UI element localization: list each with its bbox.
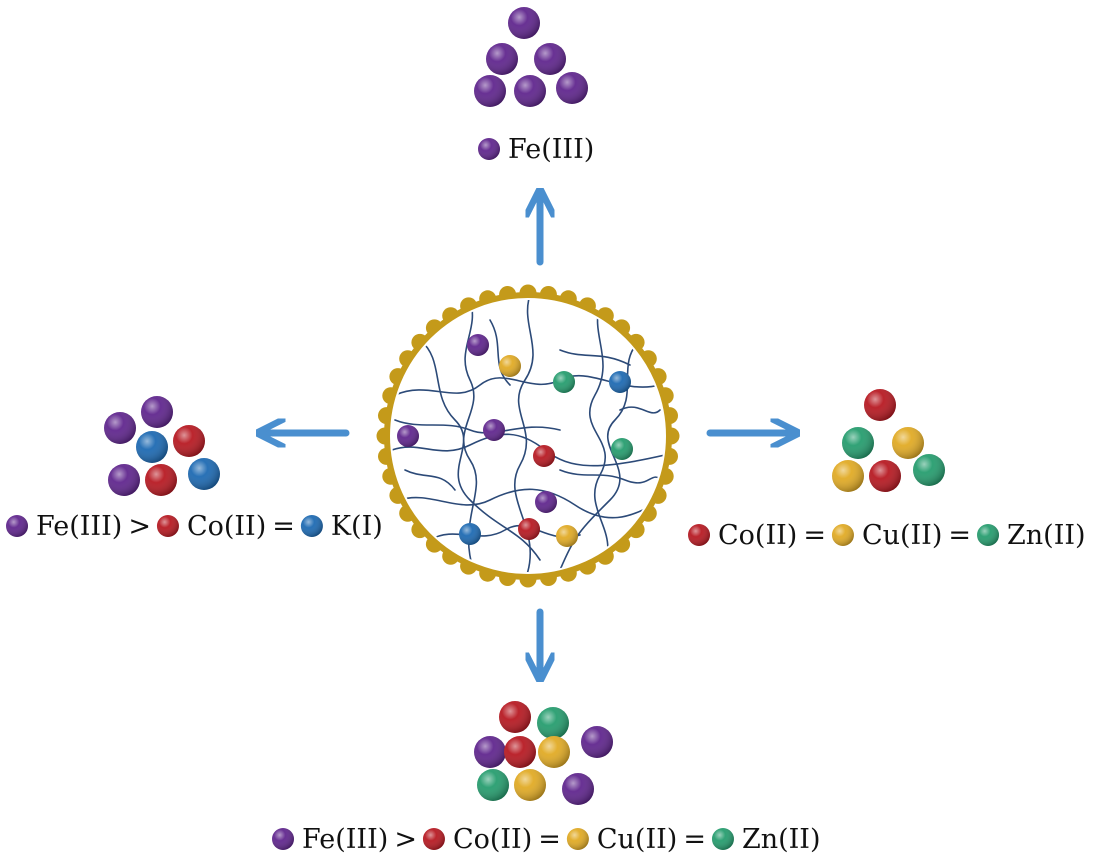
legend-dot-cu-ii bbox=[831, 524, 854, 546]
particle-ion-zn-ii bbox=[553, 371, 575, 393]
particle-ions bbox=[397, 334, 633, 547]
cluster-ion-cu-ii bbox=[892, 427, 924, 459]
cluster-ion-fe-iii bbox=[474, 75, 506, 107]
legend-right: Co(II)=Cu(II)=Zn(II) bbox=[688, 520, 1086, 551]
cluster-ion-fe-iii bbox=[486, 43, 518, 75]
particle-ion-cu-ii bbox=[499, 355, 521, 377]
legend-bottom: Fe(III)>Co(II)=Cu(II)=Zn(II) bbox=[272, 824, 821, 855]
legend-separator: = bbox=[948, 520, 971, 551]
legend-separator: = bbox=[538, 824, 561, 855]
cluster-ion-zn-ii bbox=[842, 427, 874, 459]
legend-dot-fe-iii bbox=[6, 515, 28, 537]
cluster-ion-co-ii bbox=[504, 736, 536, 768]
cluster-ion-fe-iii bbox=[104, 412, 136, 444]
particle-ion-cu-ii bbox=[556, 525, 578, 547]
cluster-ion-fe-iii bbox=[556, 72, 588, 104]
legend-top: Fe(III) bbox=[478, 134, 594, 165]
legend-separator: > bbox=[128, 511, 151, 542]
legend-separator: = bbox=[683, 824, 706, 855]
cluster-bottom bbox=[474, 701, 613, 805]
legend-label-cu-ii: Cu(II) bbox=[597, 824, 677, 855]
cluster-ion-fe-iii bbox=[141, 396, 173, 428]
cluster-ion-co-ii bbox=[145, 464, 177, 496]
legend-label-co-ii: Co(II) bbox=[718, 520, 797, 551]
legend-label-fe-iii: Fe(III) bbox=[36, 511, 122, 542]
legend-label-co-ii: Co(II) bbox=[187, 511, 266, 542]
cluster-ion-fe-iii bbox=[108, 464, 140, 496]
legend-label-fe-iii: Fe(III) bbox=[508, 134, 594, 165]
legend-dot-fe-iii bbox=[478, 138, 500, 160]
legend-dot-k-i bbox=[300, 515, 323, 537]
particle-ion-fe-iii bbox=[467, 334, 489, 356]
particle-ion-k-i bbox=[459, 523, 481, 545]
cluster-ion-co-ii bbox=[864, 389, 896, 421]
legend-dot-co-ii bbox=[156, 515, 179, 537]
cluster-right bbox=[832, 389, 945, 492]
legend-dot-zn-ii bbox=[711, 828, 734, 850]
legend-left: Fe(III)> Co(II)= K(I) bbox=[6, 511, 383, 542]
legend-label-fe-iii: Fe(III) bbox=[302, 824, 388, 855]
legend-separator: = bbox=[272, 511, 295, 542]
legend-label-cu-ii: Cu(II) bbox=[862, 520, 942, 551]
cluster-ion-zn-ii bbox=[537, 707, 569, 739]
particle-ion-co-ii bbox=[518, 518, 540, 540]
cluster-ion-cu-ii bbox=[514, 769, 546, 801]
legend-dot-co-ii bbox=[422, 828, 445, 850]
legend-label-zn-ii: Zn(II) bbox=[742, 824, 821, 855]
cluster-ion-k-i bbox=[188, 458, 220, 490]
legend-dot-fe-iii bbox=[272, 828, 294, 850]
cluster-ion-fe-iii bbox=[562, 773, 594, 805]
cluster-ion-zn-ii bbox=[913, 454, 945, 486]
cluster-left bbox=[104, 396, 220, 496]
cluster-ion-co-ii bbox=[499, 701, 531, 733]
particle-ion-co-ii bbox=[533, 445, 555, 467]
legend-label-zn-ii: Zn(II) bbox=[1007, 520, 1086, 551]
cluster-ion-k-i bbox=[136, 431, 168, 463]
particle-shell bbox=[384, 292, 672, 580]
cluster-ion-fe-iii bbox=[508, 7, 540, 39]
legend-label-k-i: K(I) bbox=[331, 511, 383, 542]
legend-separator: = bbox=[803, 520, 826, 551]
particle-ion-k-i bbox=[609, 371, 631, 393]
cluster-ion-fe-iii bbox=[474, 736, 506, 768]
cluster-ion-fe-iii bbox=[581, 726, 613, 758]
particle-ion-fe-iii bbox=[483, 419, 505, 441]
cluster-ion-cu-ii bbox=[538, 736, 570, 768]
arrows bbox=[262, 194, 794, 676]
cluster-ion-fe-iii bbox=[514, 75, 546, 107]
cluster-ion-fe-iii bbox=[534, 43, 566, 75]
particle-ion-zn-ii bbox=[611, 438, 633, 460]
particle-ion-fe-iii bbox=[397, 425, 419, 447]
legend-label-co-ii: Co(II) bbox=[453, 824, 532, 855]
cluster-top bbox=[474, 7, 588, 107]
adsorbent-particle bbox=[376, 284, 680, 588]
legend-dot-zn-ii bbox=[977, 524, 1000, 546]
cluster-ion-co-ii bbox=[173, 425, 205, 457]
legend-dot-cu-ii bbox=[566, 828, 589, 850]
cluster-ion-zn-ii bbox=[477, 769, 509, 801]
particle-ion-fe-iii bbox=[535, 491, 557, 513]
legend-separator: > bbox=[394, 824, 417, 855]
cluster-ion-co-ii bbox=[869, 460, 901, 492]
legend-dot-co-ii bbox=[688, 524, 710, 546]
cluster-ion-cu-ii bbox=[832, 460, 864, 492]
